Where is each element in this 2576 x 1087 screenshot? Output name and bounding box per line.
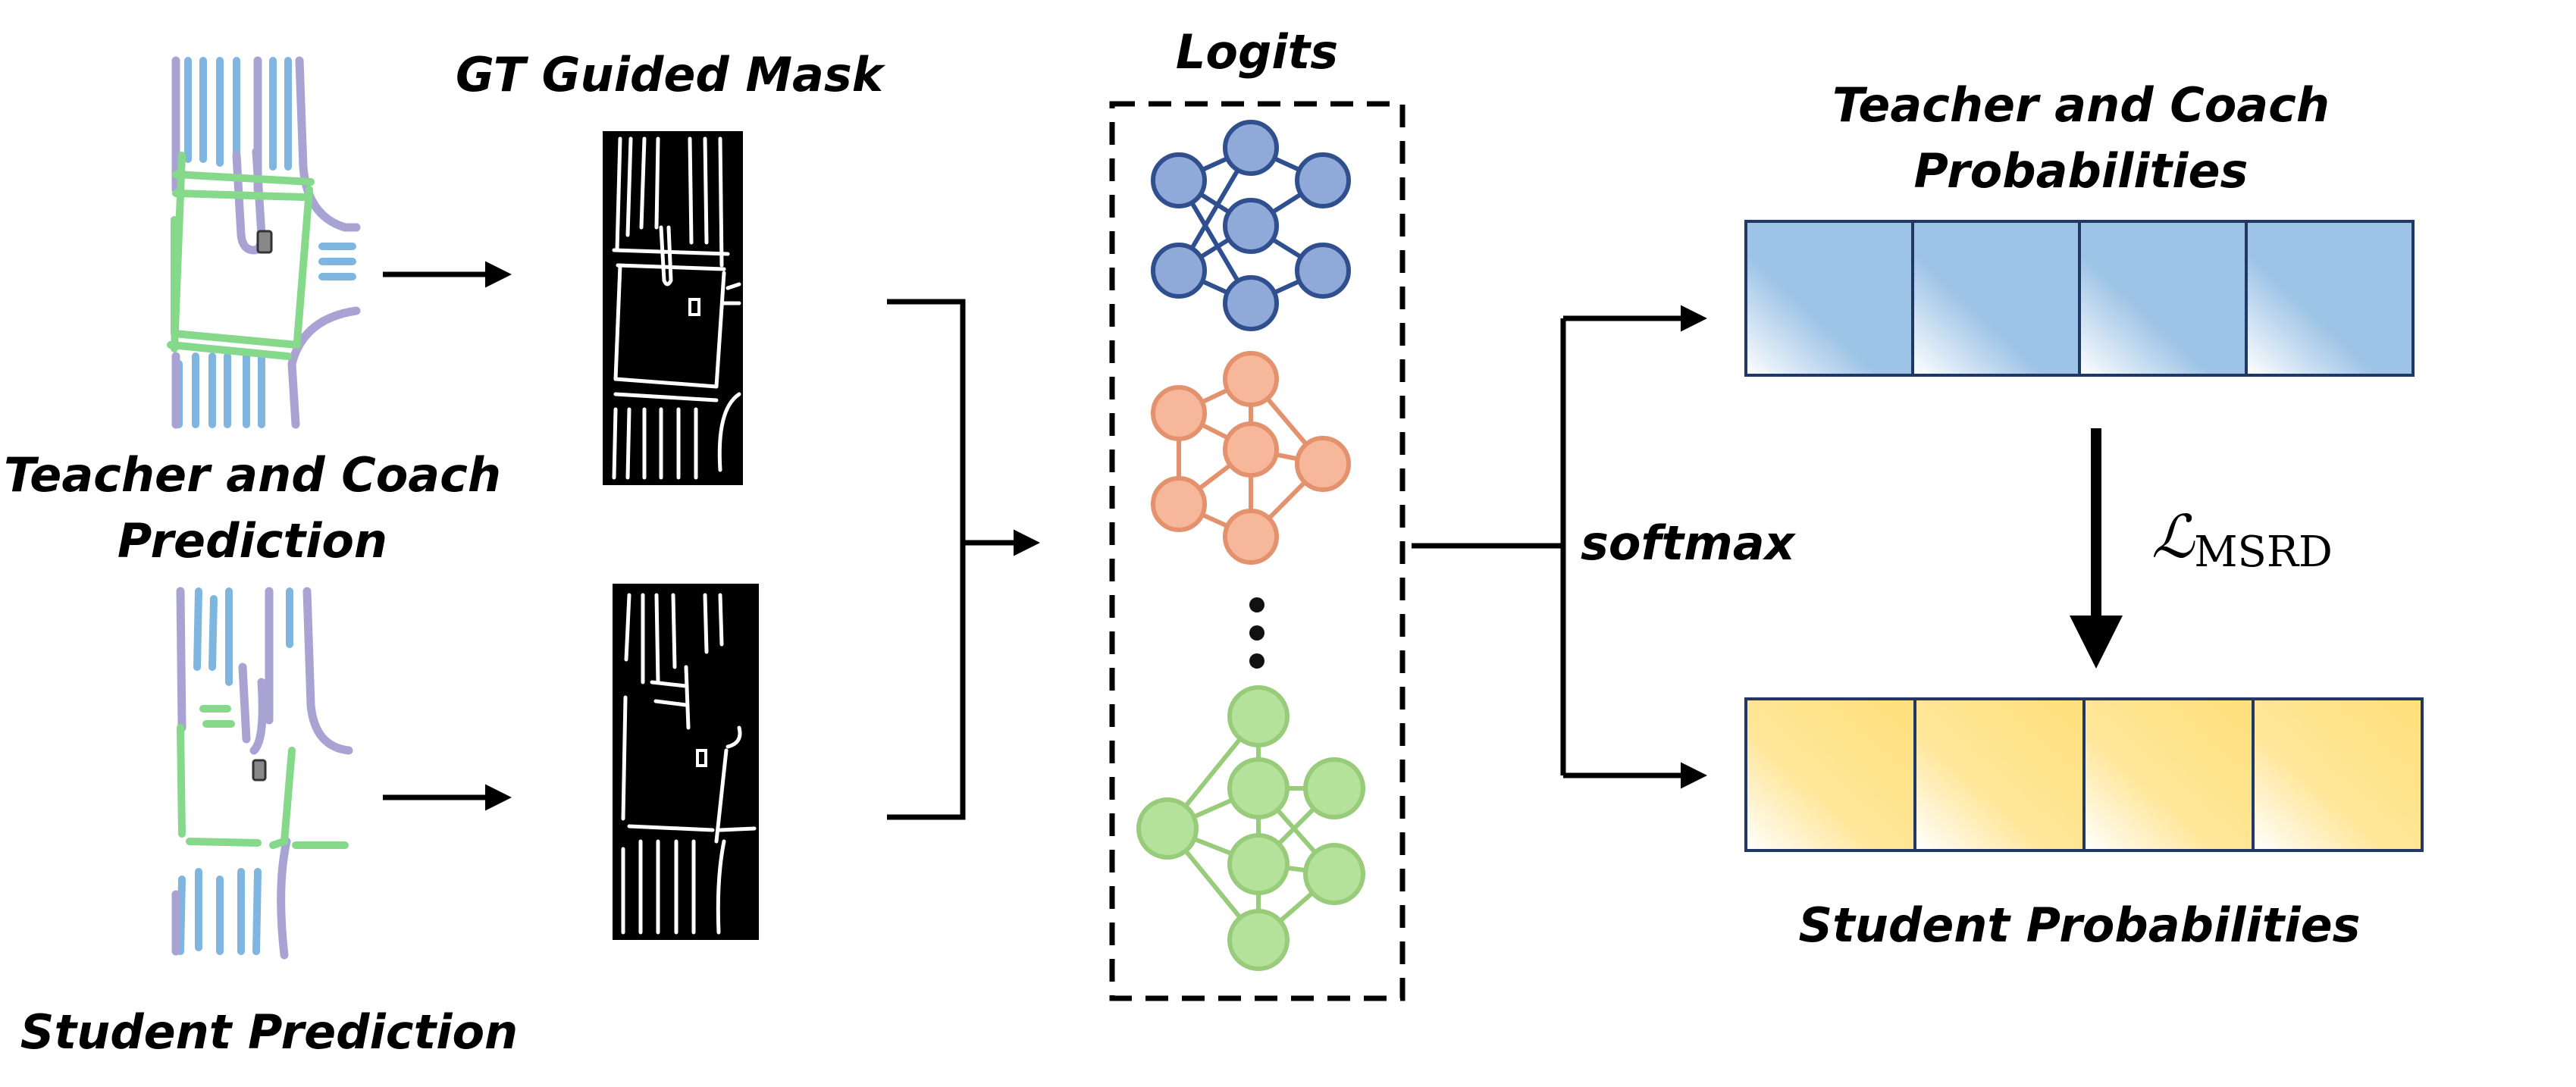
mask-student-icon	[613, 584, 759, 940]
merge-bracket	[887, 299, 1040, 820]
gt-guided-mask-label: GT Guided Mask	[456, 47, 886, 102]
hd-map-teacher-icon	[167, 56, 361, 429]
softmax-label: softmax	[1581, 515, 1797, 571]
student-prob-cell	[1913, 697, 2086, 852]
student-prob-cell	[2252, 697, 2424, 852]
teacher-coach-prediction-label-line1: Teacher and Coach	[4, 447, 501, 503]
student-prob-cell	[2082, 697, 2255, 852]
student-prediction-label: Student Prediction	[20, 1004, 518, 1060]
student-probabilities-label: Student Probabilities	[1798, 897, 2360, 953]
neural-network-green-icon	[1136, 685, 1365, 971]
neural-network-orange-icon	[1151, 351, 1351, 565]
loss-subscript: MSRD	[2194, 528, 2333, 577]
neural-network-blue-icon	[1151, 120, 1351, 331]
teacher-prob-cell	[1744, 220, 1914, 377]
teacher-prob-cell	[1911, 220, 2081, 377]
student-prob-cell	[1744, 697, 1916, 852]
teacher-coach-probabilities-label-line1: Teacher and Coach	[1832, 77, 2330, 133]
teacher-probability-bar	[1744, 220, 2415, 377]
ellipsis-dots-icon	[1249, 597, 1264, 669]
logits-label: Logits	[1176, 24, 1338, 80]
teacher-prob-cell	[2245, 220, 2415, 377]
mask-teacher-icon	[603, 131, 743, 485]
student-probability-bar	[1744, 697, 2424, 852]
teacher-coach-prediction-label-line2: Prediction	[118, 513, 387, 569]
loss-label: ℒMSRD	[2151, 503, 2333, 577]
teacher-coach-probabilities-label-line2: Probabilities	[1914, 143, 2249, 199]
logits-box	[1109, 101, 1406, 1001]
loss-symbol: ℒ	[2151, 503, 2195, 572]
softmax-branch	[1412, 305, 1707, 789]
hd-map-student-icon	[171, 587, 353, 960]
teacher-prob-cell	[2078, 220, 2248, 377]
